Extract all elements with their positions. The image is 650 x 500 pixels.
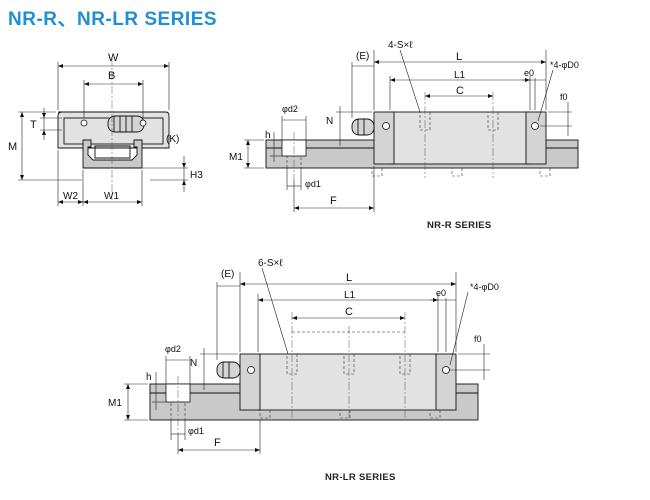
page-title: NR-R、NR-LR SERIES [8, 9, 218, 30]
nr-r-end-cap-left [373, 111, 395, 165]
nr-r-end-cap-right [525, 111, 547, 165]
nr-lr-end-cap-right [435, 353, 457, 411]
nr-r-label-N: N [326, 116, 333, 127]
label-W: W [108, 52, 119, 64]
nr-lr-label-D0: *4-φD0 [470, 282, 499, 292]
nr-r-label-C: C [456, 85, 464, 97]
nr-lr-label-S: 6-S×ℓ [258, 258, 283, 269]
end-view-hole-right [139, 119, 147, 127]
nr-r-label-E: (E) [356, 51, 369, 62]
nr-lr-grease-nipple [216, 361, 241, 379]
nr-r-cap-hole-right [531, 122, 539, 130]
nr-lr-label-h: h [146, 372, 152, 383]
caption-nr-r: NR-R SERIES [427, 220, 492, 231]
nr-lr-end-cap-left [239, 353, 261, 411]
nr-r-label-S: 4-S×ℓ [388, 40, 413, 51]
label-B: B [108, 70, 115, 82]
nr-lr-label-C: C [345, 306, 353, 318]
label-M: M [8, 141, 17, 153]
end-view-hole-left [80, 119, 88, 127]
nr-r-label-D0: *4-φD0 [550, 60, 579, 70]
end-view-rail [82, 139, 143, 169]
label-H3: H3 [190, 170, 203, 181]
nr-r-side-view: (E) 4-S×ℓ L L1 e0 *4-φD0 C f0 N φd2 h M1… [229, 40, 579, 212]
nr-r-label-e0: e0 [524, 68, 534, 78]
label-T: T [30, 119, 37, 131]
nr-lr-label-f0: f0 [474, 334, 482, 344]
nr-lr-label-M1: M1 [108, 398, 122, 409]
nr-lr-label-e0: e0 [436, 288, 446, 298]
end-view-rail-profile [94, 145, 131, 159]
label-W2: W2 [63, 191, 78, 202]
end-view: W B T M (K) H3 W2 W1 [8, 52, 203, 206]
nr-r-cap-hole-left [382, 122, 390, 130]
nr-r-grease-nipple [351, 118, 375, 136]
nr-lr-cap-hole-left [247, 366, 255, 374]
nr-lr-block [257, 353, 439, 411]
nr-lr-label-E: (E) [221, 269, 234, 280]
nr-lr-label-F: F [214, 437, 221, 449]
nr-lr-label-L1: L1 [344, 290, 356, 301]
label-W1: W1 [104, 191, 119, 202]
nr-r-label-d1: φd1 [305, 179, 321, 189]
nr-r-label-h: h [265, 130, 271, 141]
nr-r-label-L1: L1 [454, 70, 466, 81]
nr-lr-label-N: N [190, 358, 197, 369]
nr-r-label-d2: φd2 [282, 104, 298, 114]
label-K: (K) [166, 134, 179, 145]
nr-r-block [389, 111, 531, 165]
nr-lr-label-L: L [346, 272, 352, 284]
caption-nr-lr: NR-LR SERIES [325, 472, 396, 483]
nr-lr-label-d2: φd2 [165, 344, 181, 354]
nr-r-label-F: F [330, 195, 337, 207]
nr-r-label-L: L [456, 51, 462, 63]
nr-lr-label-d1: φd1 [188, 426, 204, 436]
nr-r-label-M1: M1 [229, 152, 243, 163]
nr-r-label-f0: f0 [560, 92, 568, 102]
nr-lr-side-view: (E) 6-S×ℓ L L1 e0 *4-φD0 C f0 N φd2 h M1… [108, 258, 499, 454]
nr-lr-cap-hole-right [442, 366, 450, 374]
